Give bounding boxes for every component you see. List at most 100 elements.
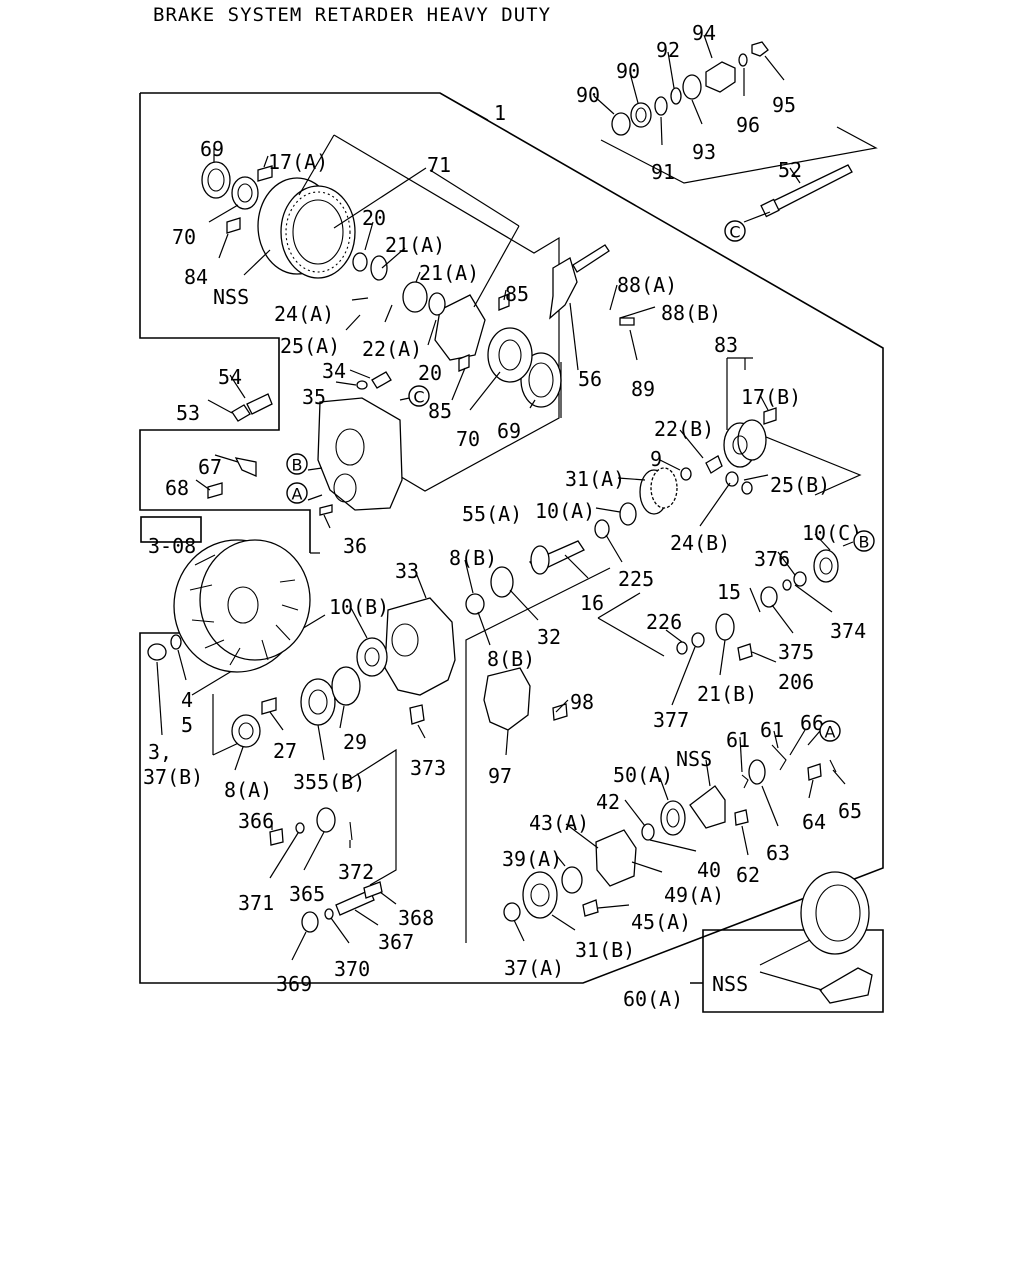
marker-letter: B — [292, 456, 303, 475]
reference-marker-b: B — [853, 530, 875, 552]
callout-p69b: 69 — [497, 419, 521, 443]
leader-1 — [439, 92, 489, 121]
callout-p89: 89 — [631, 377, 655, 401]
callout-p25b: 25(B) — [770, 473, 830, 497]
callout-p375: 375 — [778, 640, 814, 664]
part-27-29-plates — [231, 666, 361, 748]
callout-p376: 376 — [754, 547, 790, 571]
callout-p70b: 70 — [456, 427, 480, 451]
callout-pnss1: NSS — [213, 285, 249, 309]
callout-p31b: 31(B) — [575, 938, 635, 962]
callout-p206: 206 — [778, 670, 814, 694]
reference-marker-a: A — [286, 482, 308, 504]
marker-letter: A — [292, 485, 303, 504]
callout-p17b: 17(B) — [741, 385, 801, 409]
callout-p62: 62 — [736, 863, 760, 887]
callout-p27: 27 — [273, 739, 297, 763]
callout-p92: 92 — [656, 38, 680, 62]
callout-p10c: 10(C) — [802, 521, 862, 545]
callout-p83: 83 — [714, 333, 738, 357]
callout-p85a: 85 — [505, 282, 529, 306]
reference-marker-c: C — [724, 220, 746, 242]
callout-p61a: 61 — [726, 728, 750, 752]
marker-letter: A — [825, 723, 836, 742]
callout-p1: 1 — [494, 101, 506, 125]
label-box-3-08 — [140, 516, 202, 543]
callout-p369: 369 — [276, 972, 312, 996]
callout-p96: 96 — [736, 113, 760, 137]
callout-p97: 97 — [488, 764, 512, 788]
callout-p29: 29 — [343, 730, 367, 754]
callout-p34: 34 — [322, 359, 346, 383]
callout-p377: 377 — [653, 708, 689, 732]
part-pinion-assembly — [503, 744, 837, 922]
callout-p39a: 39(A) — [502, 847, 562, 871]
part-69-70-bearings — [201, 161, 562, 408]
callout-p366: 366 — [238, 809, 274, 833]
page-title: BRAKE SYSTEM RETARDER HEAVY DUTY — [153, 4, 552, 26]
callout-p94: 94 — [692, 21, 716, 45]
callout-p50a: 50(A) — [613, 763, 673, 787]
reference-marker-c: C — [408, 385, 430, 407]
marker-letter: B — [859, 533, 870, 552]
callout-p8a: 8(A) — [224, 778, 272, 802]
subassembly-frame — [139, 93, 311, 553]
callout-p88b: 88(B) — [661, 301, 721, 325]
callout-p3: 3, — [148, 740, 172, 764]
callout-p10b: 10(B) — [329, 595, 389, 619]
assembly-1-outline — [139, 92, 884, 984]
callout-p43a: 43(A) — [529, 811, 589, 835]
callout-p8b1: 8(B) — [449, 546, 497, 570]
callout-p68: 68 — [165, 476, 189, 500]
part-33-housing — [356, 597, 456, 725]
callout-p21b: 21(B) — [697, 682, 757, 706]
carrier-housing-frame — [333, 134, 560, 492]
part-365-372 — [269, 807, 353, 846]
callout-p33: 33 — [395, 559, 419, 583]
callout-p88a: 88(A) — [617, 273, 677, 297]
part-31a-gear — [594, 467, 678, 539]
callout-p53: 53 — [176, 401, 200, 425]
callout-p367: 367 — [378, 930, 414, 954]
part-60a-gear-set — [800, 871, 873, 1004]
callout-p42: 42 — [596, 790, 620, 814]
callout-p308: 3-08 — [148, 534, 196, 558]
part-differential-carrier-83 — [680, 407, 777, 495]
output-shaft-frame — [600, 126, 878, 184]
callout-p84: 84 — [184, 265, 208, 289]
callout-p22a: 22(A) — [362, 337, 422, 361]
callout-p31a: 31(A) — [565, 467, 625, 491]
part-housing-55a — [317, 397, 403, 511]
callout-p20a: 20 — [362, 206, 386, 230]
shaft-bracket — [597, 592, 665, 657]
part-small-bolts — [207, 165, 510, 516]
callout-p37b: 37(B) — [143, 765, 203, 789]
callout-p15: 15 — [717, 580, 741, 604]
bearing-shaft-frame — [343, 748, 397, 886]
part-90-seals — [611, 41, 769, 136]
callout-p10a: 10(A) — [535, 499, 595, 523]
callout-p24a: 24(A) — [274, 302, 334, 326]
part-retarder-3-08 — [147, 539, 311, 673]
leader-lines — [156, 34, 854, 991]
part-differential-case — [352, 252, 486, 361]
callout-p24b: 24(B) — [670, 531, 730, 555]
callout-p40: 40 — [697, 858, 721, 882]
callout-p54: 54 — [218, 365, 242, 389]
callout-p98: 98 — [570, 690, 594, 714]
callout-p5: 5 — [181, 713, 193, 737]
marker-letter: C — [413, 388, 424, 407]
callout-p95: 95 — [772, 93, 796, 117]
callout-p225: 225 — [618, 567, 654, 591]
callout-p37a: 37(A) — [504, 956, 564, 980]
callout-p70a: 70 — [172, 225, 196, 249]
part-ring-gear — [257, 177, 356, 279]
callout-p374: 374 — [830, 619, 866, 643]
callout-p4: 4 — [181, 688, 193, 712]
callout-p65: 65 — [838, 799, 862, 823]
retarder-box — [465, 567, 611, 943]
callout-p226: 226 — [646, 610, 682, 634]
part-367-370 — [301, 881, 383, 933]
callout-p85b: 85 — [428, 399, 452, 423]
